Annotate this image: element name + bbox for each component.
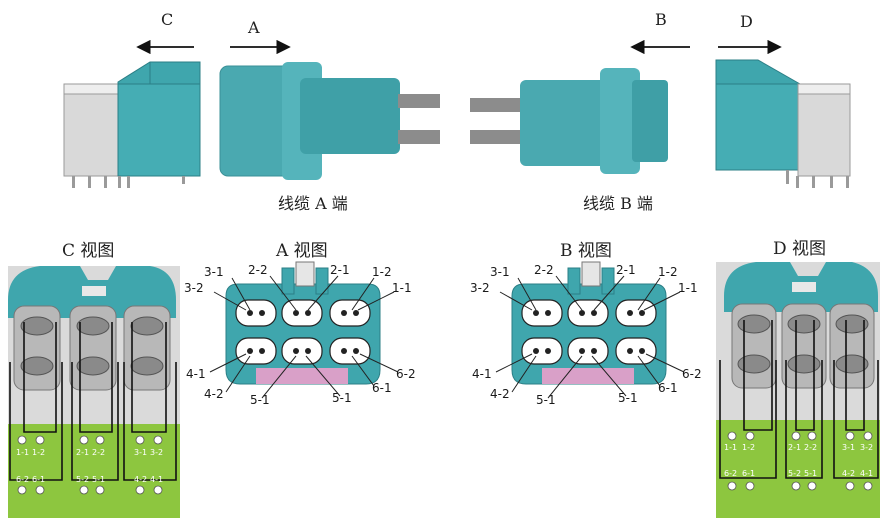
board-connector-c <box>63 61 201 188</box>
pcb-label: 2-2 <box>92 448 105 457</box>
board-connector-d <box>715 59 851 188</box>
pcb-label: 5-1 <box>804 469 817 478</box>
pcb-label: 5-2 <box>788 469 801 478</box>
pcb-label: 6-1 <box>742 469 755 478</box>
d-view-connector <box>716 262 880 518</box>
pcb-label: 4-1 <box>860 469 873 478</box>
pcb-label: 3-1 <box>842 443 855 452</box>
pcb-label: 1-1 <box>724 443 737 452</box>
pcb-label: 2-1 <box>788 443 801 452</box>
pin-label: 5-1 <box>536 393 556 407</box>
cable-plug-b <box>470 68 668 174</box>
pin-label: 1-2 <box>372 265 392 279</box>
pin-label: 2-1 <box>616 263 636 277</box>
pcb-pads <box>17 431 873 495</box>
arrow-label-b: B <box>655 10 667 29</box>
view-title-a: A 视图 <box>276 241 328 261</box>
pin-label: 6-1 <box>372 381 392 395</box>
arrow-label-a: A <box>248 18 260 37</box>
cable-plug-a <box>219 62 440 180</box>
pcb-label: 4-2 <box>842 469 855 478</box>
arrow-label-c: C <box>161 10 174 29</box>
pcb-label: 5-1 <box>92 475 105 484</box>
pcb-label: 3-2 <box>150 448 163 457</box>
pcb-label: 3-1 <box>134 448 147 457</box>
pin-label: 2-2 <box>534 263 554 277</box>
pin-label: 5-1 <box>250 393 270 407</box>
pin-label: 6-2 <box>396 367 416 381</box>
pin-label: 3-2 <box>470 281 490 295</box>
arrow-label-d: D <box>740 12 753 31</box>
pcb-label: 1-2 <box>742 443 755 452</box>
pin-label: 1-1 <box>678 281 698 295</box>
cable-a-end-label: 线缆 A 端 <box>278 194 348 213</box>
pin-label: 5-1 <box>332 391 352 405</box>
pcb-label: 1-2 <box>32 448 45 457</box>
pcb-label: 3-2 <box>860 443 873 452</box>
view-title-c: C 视图 <box>62 241 115 261</box>
pin-label: 2-2 <box>248 263 268 277</box>
pin-label: 1-2 <box>658 265 678 279</box>
pin-label: 3-1 <box>204 265 224 279</box>
pcb-label: 6-2 <box>724 469 737 478</box>
cable-b-end-label: 线缆 B 端 <box>583 194 653 213</box>
pin-label: 4-2 <box>204 387 224 401</box>
b-view-connector: 3-1 2-2 2-1 1-2 3-2 1-1 4-1 6-2 4-2 5-1 … <box>470 261 702 407</box>
pin-label: 3-2 <box>184 281 204 295</box>
pcb-label: 1-1 <box>16 448 29 457</box>
pin-label: 5-1 <box>618 391 638 405</box>
pin-label: 4-1 <box>472 367 492 381</box>
view-title-d: D 视图 <box>773 239 827 259</box>
pcb-label: 4-1 <box>150 475 163 484</box>
pcb-label: 5-2 <box>76 475 89 484</box>
pcb-label: 4-2 <box>134 475 147 484</box>
pcb-label: 6-1 <box>32 475 45 484</box>
pcb-label: 6-2 <box>16 475 29 484</box>
pin-label: 1-1 <box>392 281 412 295</box>
pcb-label: 2-1 <box>76 448 89 457</box>
pin-label: 6-2 <box>682 367 702 381</box>
pin-label: 4-1 <box>186 367 206 381</box>
pin-label: 3-1 <box>490 265 510 279</box>
a-view-connector: 3-1 2-2 2-1 1-2 3-2 1-1 4-1 6-2 4-2 5-1 … <box>184 261 416 407</box>
pcb-label: 2-2 <box>804 443 817 452</box>
c-view-connector <box>8 266 180 518</box>
pin-label: 6-1 <box>658 381 678 395</box>
view-title-b: B 视图 <box>560 241 612 261</box>
pin-label: 4-2 <box>490 387 510 401</box>
pin-label: 2-1 <box>330 263 350 277</box>
